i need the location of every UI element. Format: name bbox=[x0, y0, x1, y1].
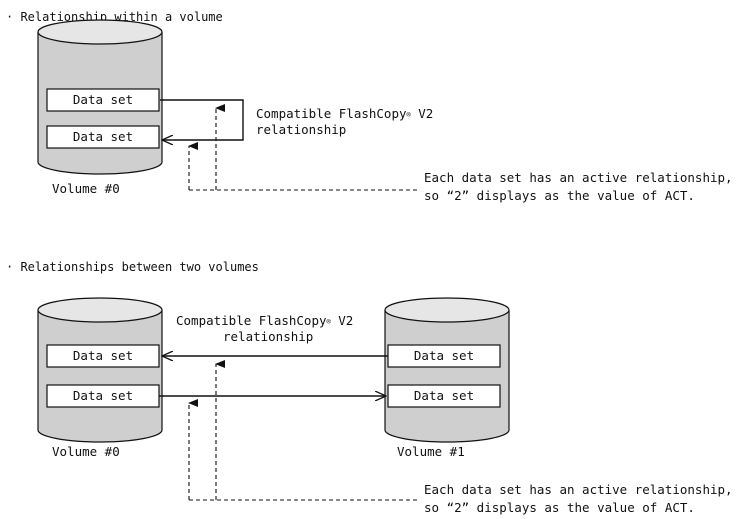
data-set-box: Data set bbox=[46, 125, 160, 149]
note-line1: Each data set has an active relationship… bbox=[424, 482, 733, 497]
data-set-box: Data set bbox=[46, 384, 160, 408]
data-set-box: Data set bbox=[46, 88, 160, 112]
note-line2: so “2” displays as the value of ACT. bbox=[424, 188, 695, 203]
volume-cylinder bbox=[384, 297, 510, 443]
volume-label: Volume #1 bbox=[397, 444, 465, 459]
data-set-label: Data set bbox=[414, 388, 474, 403]
section-heading-between-volumes: · Relationships between two volumes bbox=[6, 260, 259, 274]
volume-label: Volume #0 bbox=[52, 444, 120, 459]
note-line1: Each data set has an active relationship… bbox=[424, 170, 733, 185]
relationship-arrow bbox=[160, 99, 244, 140]
data-set-box: Data set bbox=[387, 344, 501, 368]
section-heading-within-volume: · Relationship within a volume bbox=[6, 10, 223, 24]
data-set-label: Data set bbox=[73, 388, 133, 403]
data-set-label: Data set bbox=[414, 348, 474, 363]
volume-label: Volume #0 bbox=[52, 181, 120, 196]
volume-cylinder bbox=[37, 297, 163, 443]
data-set-label: Data set bbox=[73, 348, 133, 363]
data-set-label: Data set bbox=[73, 129, 133, 144]
relationship-label-line2: relationship bbox=[256, 122, 346, 137]
data-set-box: Data set bbox=[46, 344, 160, 368]
callout-dashed-lines bbox=[188, 104, 420, 191]
data-set-label: Data set bbox=[73, 92, 133, 107]
relationship-label-line1: Compatible FlashCopy® V2 bbox=[256, 106, 433, 121]
relationship-label-line2: relationship bbox=[223, 329, 313, 344]
data-set-box: Data set bbox=[387, 384, 501, 408]
note-line2: so “2” displays as the value of ACT. bbox=[424, 500, 695, 515]
callout-dashed-lines bbox=[188, 360, 420, 501]
relationship-label-line1: Compatible FlashCopy® V2 bbox=[176, 313, 353, 328]
